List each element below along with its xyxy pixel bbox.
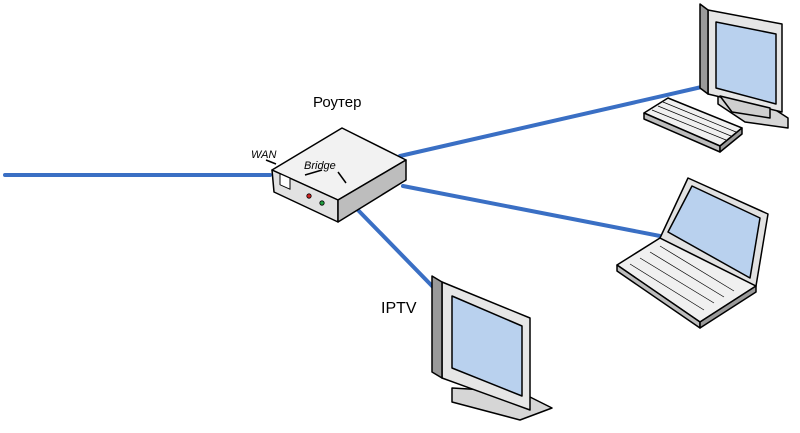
iptv-label: IPTV: [381, 300, 417, 317]
network-links: [3, 84, 708, 290]
router-icon: [265, 127, 407, 223]
keyboard-icon: [643, 97, 743, 153]
laptop-icon: [616, 177, 769, 329]
wan-port-label: WAN: [251, 149, 277, 161]
tv-monitor-icon: [431, 275, 553, 421]
bridge-label: Bridge: [304, 160, 336, 172]
link-to-laptop: [401, 184, 662, 238]
router-title: Роутер: [313, 94, 362, 111]
link-to-iptv: [353, 205, 436, 290]
link-to-desktop: [398, 84, 708, 158]
desktop-computer-icon: [699, 3, 789, 129]
